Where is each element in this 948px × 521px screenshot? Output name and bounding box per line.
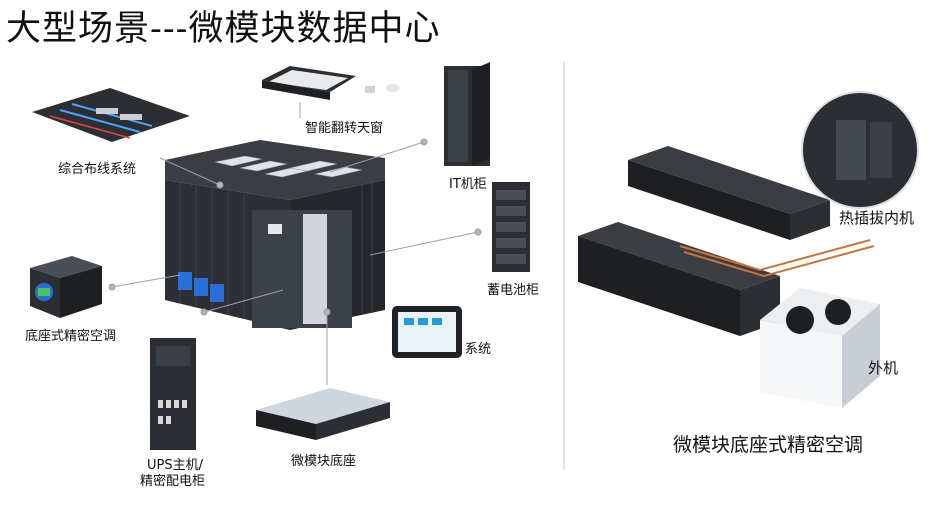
label-skylight: 智能翻转天窗 xyxy=(305,121,384,136)
label-outdoor-unit: 外机 xyxy=(868,359,899,377)
leader-lines xyxy=(108,102,482,385)
micro-module-main xyxy=(165,140,385,330)
label-system: 系统 xyxy=(465,342,492,357)
label-indoor-unit: 热插拔内机 xyxy=(839,209,915,227)
label-cabling: 综合布线系统 xyxy=(58,162,137,177)
page-title: 大型场景---微模块数据中心 xyxy=(6,9,441,49)
label-ups-line1: UPS主机/ xyxy=(147,458,203,473)
cabling-image xyxy=(32,88,190,142)
battery-cabinet-image xyxy=(492,182,530,272)
it-rack-image xyxy=(444,62,490,166)
label-ups-line2: 精密配电柜 xyxy=(140,474,206,489)
label-it-rack: IT机柜 xyxy=(449,177,487,192)
floor-ac-image xyxy=(30,256,102,318)
label-right-caption: 微模块底座式精密空调 xyxy=(673,434,864,456)
label-battery: 蓄电池柜 xyxy=(487,283,540,298)
module-base-image xyxy=(256,388,390,440)
right-module-image xyxy=(578,91,919,408)
label-module-base: 微模块底座 xyxy=(291,454,357,469)
skylight-image xyxy=(262,66,400,100)
label-floor-ac: 底座式精密空调 xyxy=(25,329,117,344)
ups-cabinet-image xyxy=(150,338,196,450)
tablet-image xyxy=(392,306,462,358)
